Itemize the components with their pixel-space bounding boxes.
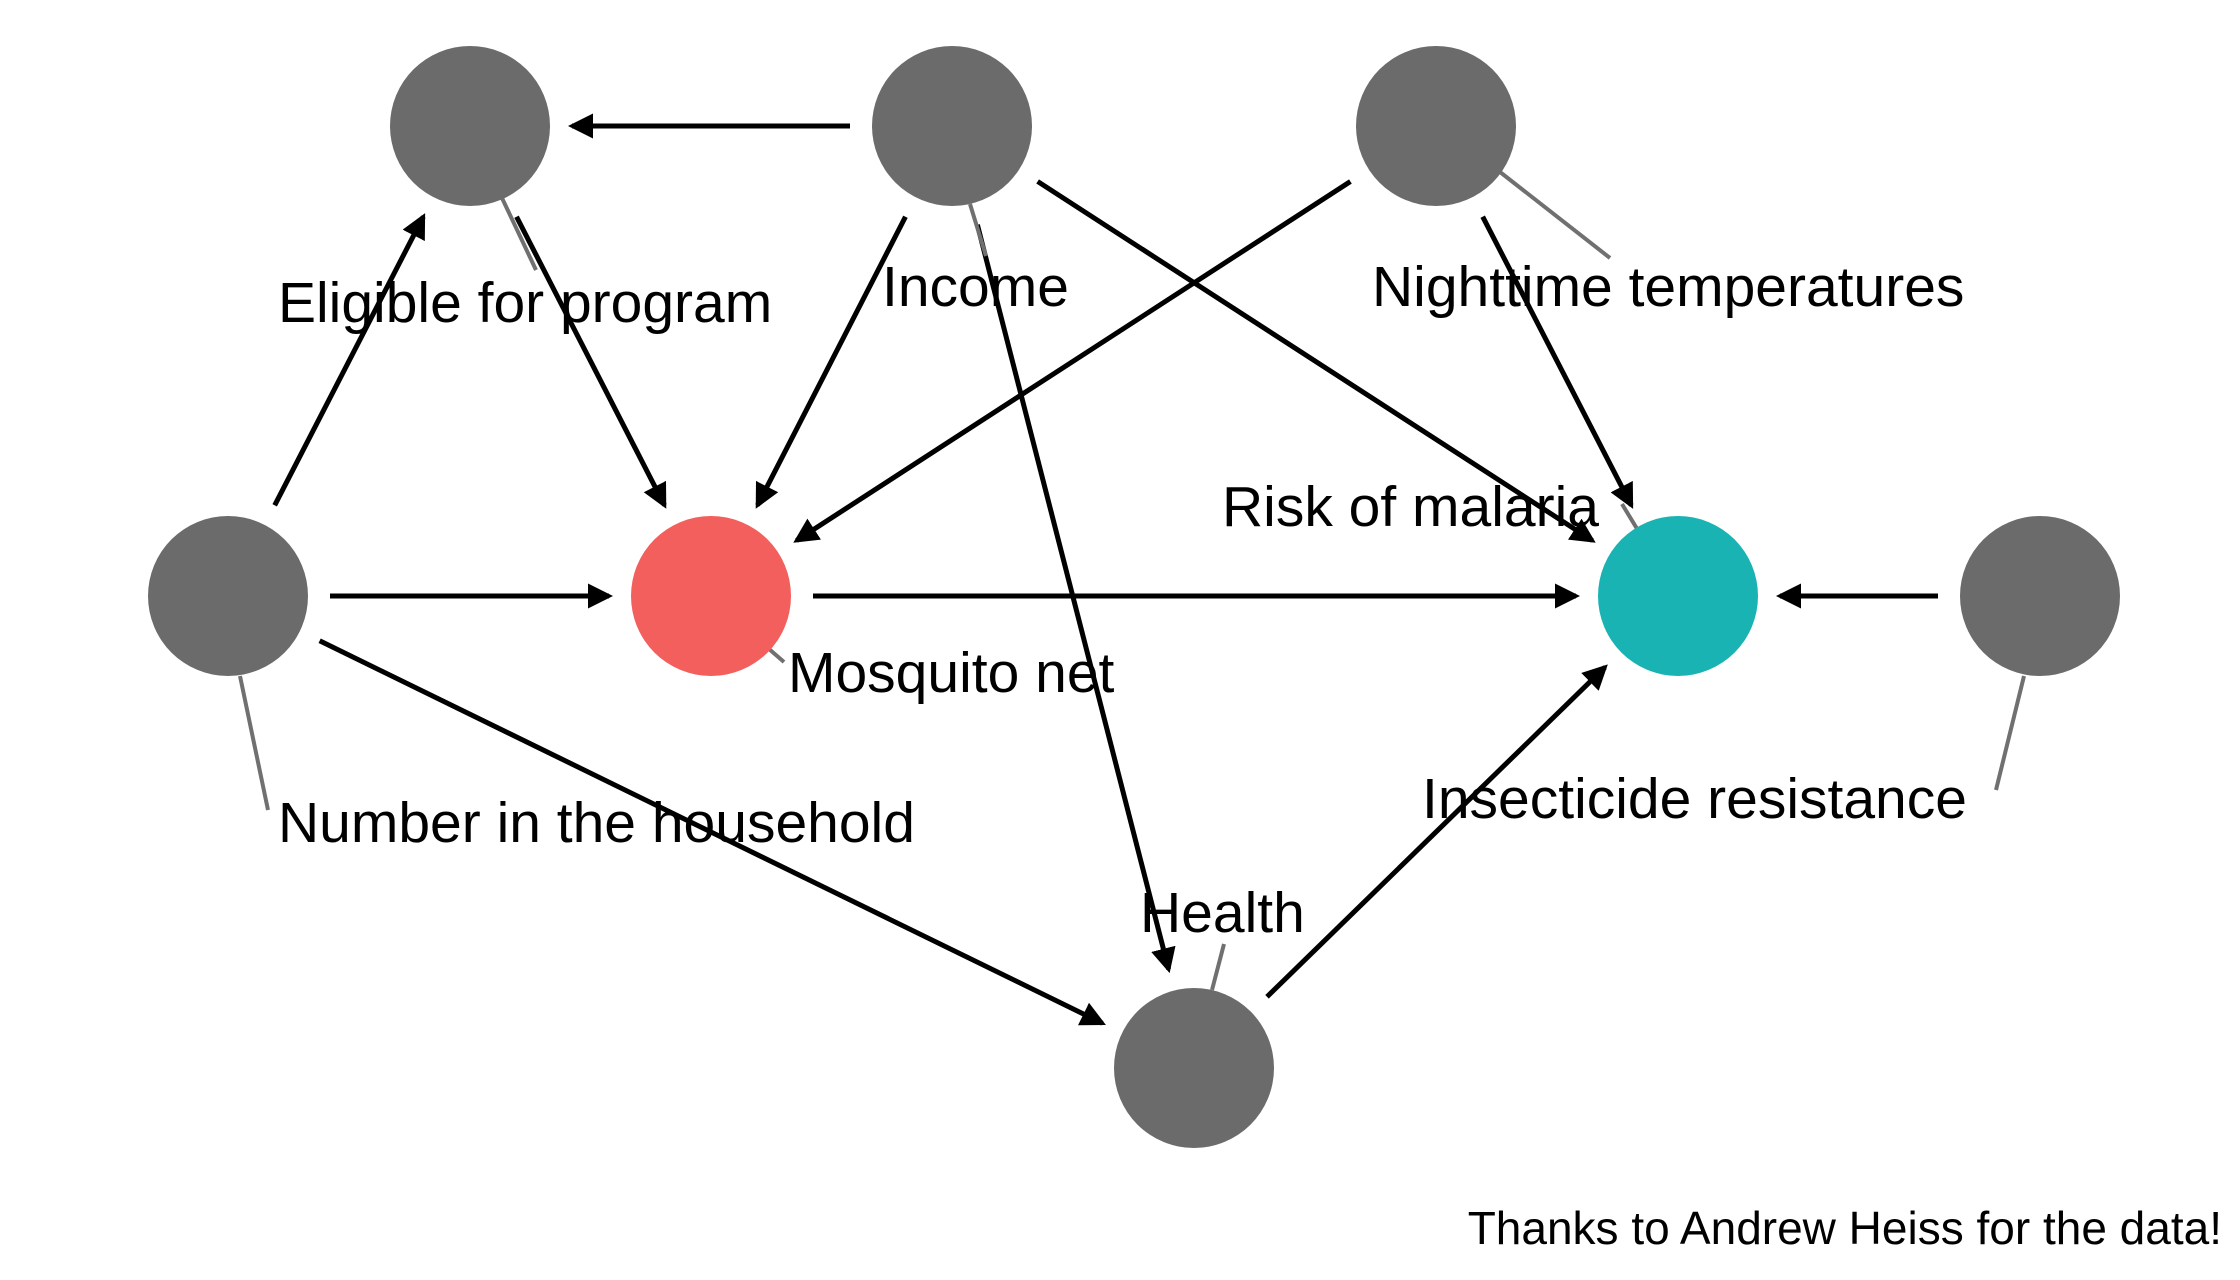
node-net <box>631 516 791 676</box>
edge-income-to-malaria <box>1036 179 1596 543</box>
leader-temp <box>1498 170 1612 260</box>
leader-health <box>1210 943 1226 991</box>
node-income <box>872 46 1032 206</box>
edge-temp-to-malaria <box>1480 215 1634 509</box>
leader-eligible <box>500 197 538 271</box>
leader-resistance <box>1994 675 2026 791</box>
edge-income-to-health <box>974 224 1176 974</box>
node-health <box>1114 988 1274 1148</box>
leader-income <box>968 203 988 257</box>
edge-health-to-malaria <box>1265 664 1608 999</box>
node-resistance <box>1960 516 2120 676</box>
labels-layer: Eligible for program Income Nighttime temp… <box>278 255 1967 945</box>
edge-eligible-to-net <box>514 215 667 509</box>
label-health: Health <box>1140 881 1305 945</box>
edge-household-to-health <box>318 638 1106 1026</box>
label-resistance: Insecticide resistance <box>1422 767 1967 831</box>
edge-temp-to-net <box>793 179 1352 543</box>
label-eligible: Eligible for program <box>278 271 772 335</box>
label-net: Mosquito net <box>788 641 1115 705</box>
edges-layer <box>272 113 1938 1026</box>
edge-household-to-eligible <box>272 213 426 507</box>
leader-household <box>238 675 270 811</box>
nodes-layer <box>148 46 2120 1148</box>
node-malaria <box>1598 516 1758 676</box>
credit-caption: Thanks to Andrew Heiss for the data! <box>1468 1202 2222 1254</box>
label-income: Income <box>882 255 1069 319</box>
node-household <box>148 516 308 676</box>
node-eligible <box>390 46 550 206</box>
label-household: Number in the household <box>278 791 915 855</box>
node-temp <box>1356 46 1516 206</box>
label-temp: Nighttime temperatures <box>1372 255 1964 319</box>
edge-income-to-net <box>755 215 908 509</box>
label-malaria: Risk of malaria <box>1222 475 1599 539</box>
